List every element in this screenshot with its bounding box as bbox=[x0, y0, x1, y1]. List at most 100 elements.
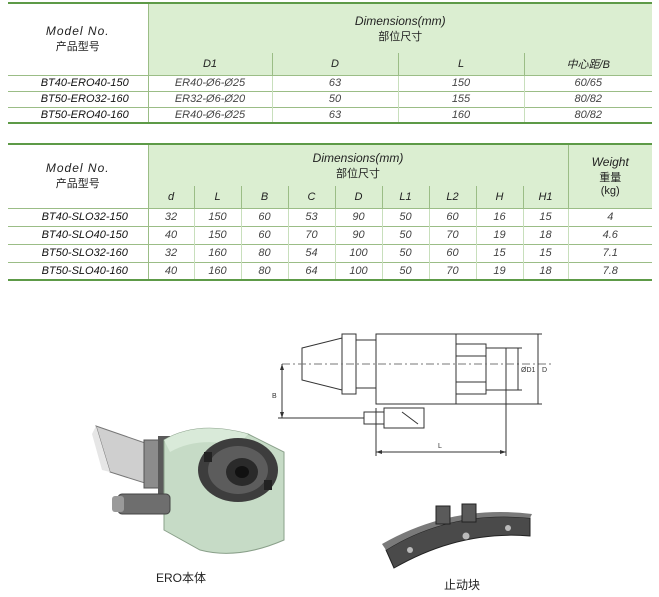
technical-drawing: B ØD1 D L bbox=[272, 333, 552, 456]
col-header-d: D bbox=[271, 53, 398, 75]
table-row: BT50-SLO32-160 32 160 80 54 100 50 60 15… bbox=[8, 243, 652, 262]
value-cell: 32 bbox=[148, 207, 194, 226]
model-cell: BT50-SLO32-160 bbox=[8, 243, 149, 262]
value-cell: 19 bbox=[475, 261, 523, 281]
value-cell: 155 bbox=[397, 90, 524, 107]
col-header: L2 bbox=[428, 186, 476, 208]
weight-cell: 7.8 bbox=[567, 261, 652, 281]
caption-stop-block: 止动块 bbox=[444, 578, 481, 592]
model-cell: BT50-ERO32-160 bbox=[8, 90, 149, 107]
value-cell: 40 bbox=[148, 225, 194, 244]
dimensions-label: Dimensions(mm) bbox=[312, 150, 404, 165]
table-row: BT50-ERO40-160 ER40-Ø6-Ø25 63 160 80/82 bbox=[8, 106, 652, 124]
weight-cell: 4.6 bbox=[567, 225, 652, 244]
slo-spec-table: Model No. 产品型号 Dimensions(mm) 部位尺寸 Weigh… bbox=[8, 143, 652, 281]
label-d1: ØD1 bbox=[521, 367, 536, 374]
value-cell: 40 bbox=[148, 261, 194, 281]
value-cell: ER40-Ø6-Ø25 bbox=[148, 74, 272, 91]
weight-header: Weight 重量 (kg) bbox=[567, 144, 652, 208]
model-cell: BT50-SLO40-160 bbox=[8, 261, 149, 281]
value-cell: 63 bbox=[271, 74, 398, 91]
value-cell: 15 bbox=[475, 243, 523, 262]
table-row: BT40-ERO40-150 ER40-Ø6-Ø25 63 150 60/65 bbox=[8, 74, 652, 91]
value-cell: 60/65 bbox=[523, 74, 652, 91]
table-row: BT40-SLO40-150 40 150 60 70 90 50 70 19 … bbox=[8, 225, 652, 244]
ero-body-illustration bbox=[92, 425, 285, 554]
value-cell: 16 bbox=[475, 207, 523, 226]
value-cell: 90 bbox=[334, 207, 382, 226]
value-cell: 15 bbox=[522, 207, 568, 226]
weight-label: Weight bbox=[591, 155, 629, 170]
value-cell: 160 bbox=[397, 106, 524, 124]
model-header: Model No. 产品型号 bbox=[8, 144, 149, 208]
value-cell: 19 bbox=[475, 225, 523, 244]
col-header: L bbox=[193, 186, 241, 208]
weight-label-cn: 重量 bbox=[599, 172, 622, 185]
value-cell: 80 bbox=[240, 261, 288, 281]
col-header: B bbox=[240, 186, 288, 208]
label-d: D bbox=[542, 367, 547, 374]
model-label-cn: 产品型号 bbox=[55, 178, 100, 191]
ero-spec-table: Model No. 产品型号 Dimensions(mm) 部位尺寸 D1 D … bbox=[8, 2, 652, 124]
model-header: Model No. 产品型号 bbox=[8, 3, 149, 75]
value-cell: 150 bbox=[193, 207, 241, 226]
value-cell: 80/82 bbox=[523, 106, 652, 124]
table-row: BT50-ERO32-160 ER32-Ø6-Ø20 50 155 80/82 bbox=[8, 90, 652, 107]
dimensions-header: Dimensions(mm) 部位尺寸 bbox=[148, 3, 652, 53]
value-cell: 50 bbox=[381, 243, 429, 262]
col-header-d1: D1 bbox=[202, 57, 218, 70]
value-cell: 60 bbox=[240, 225, 288, 244]
model-label: Model No. bbox=[45, 161, 110, 176]
value-cell: 54 bbox=[287, 243, 335, 262]
value-cell: 60 bbox=[428, 207, 476, 226]
col-header: D bbox=[334, 186, 382, 208]
value-cell: 50 bbox=[381, 225, 429, 244]
dimensions-label: Dimensions(mm) bbox=[354, 13, 446, 28]
model-label-cn: 产品型号 bbox=[55, 41, 100, 54]
value-cell: ER40-Ø6-Ø25 bbox=[148, 106, 272, 124]
value-cell: 50 bbox=[271, 90, 398, 107]
value-cell: 63 bbox=[271, 106, 398, 124]
value-cell: 160 bbox=[193, 261, 241, 281]
value-cell: 50 bbox=[381, 207, 429, 226]
value-cell: 53 bbox=[287, 207, 335, 226]
dimensions-header: Dimensions(mm) 部位尺寸 bbox=[148, 144, 568, 186]
value-cell: 18 bbox=[522, 261, 568, 281]
weight-unit: (kg) bbox=[600, 185, 620, 198]
label-l: L bbox=[438, 443, 442, 450]
model-cell: BT40-SLO40-150 bbox=[8, 225, 149, 244]
value-cell: 90 bbox=[334, 225, 382, 244]
dimensions-label-cn: 部位尺寸 bbox=[336, 167, 380, 180]
value-cell: 70 bbox=[428, 225, 476, 244]
col-header: H1 bbox=[522, 186, 568, 208]
weight-cell: 7.1 bbox=[567, 243, 652, 262]
label-b: B bbox=[272, 393, 277, 400]
model-cell: BT40-SLO32-150 bbox=[8, 207, 149, 226]
value-cell: 70 bbox=[287, 225, 335, 244]
weight-cell: 4 bbox=[567, 207, 652, 226]
value-cell: 80/82 bbox=[523, 90, 652, 107]
col-header-center-distance: 中心距/B bbox=[523, 53, 652, 75]
col-header: d bbox=[167, 190, 175, 203]
model-cell: BT50-ERO40-160 bbox=[8, 106, 149, 124]
value-cell: 80 bbox=[240, 243, 288, 262]
model-label: Model No. bbox=[45, 24, 110, 39]
value-cell: 60 bbox=[428, 243, 476, 262]
value-cell: 64 bbox=[287, 261, 335, 281]
caption-ero-body: ERO本体 bbox=[156, 571, 207, 585]
col-header-l: L bbox=[397, 53, 524, 75]
col-header: C bbox=[287, 186, 335, 208]
value-cell: 150 bbox=[193, 225, 241, 244]
model-cell: BT40-ERO40-150 bbox=[8, 74, 149, 91]
value-cell: ER32-Ø6-Ø20 bbox=[148, 90, 272, 107]
dimensions-label-cn: 部位尺寸 bbox=[378, 30, 423, 43]
value-cell: 32 bbox=[148, 243, 194, 262]
value-cell: 18 bbox=[522, 225, 568, 244]
value-cell: 15 bbox=[522, 243, 568, 262]
value-cell: 50 bbox=[381, 261, 429, 281]
col-header: L1 bbox=[381, 186, 429, 208]
value-cell: 150 bbox=[397, 74, 524, 91]
value-cell: 160 bbox=[193, 243, 241, 262]
value-cell: 100 bbox=[334, 261, 382, 281]
